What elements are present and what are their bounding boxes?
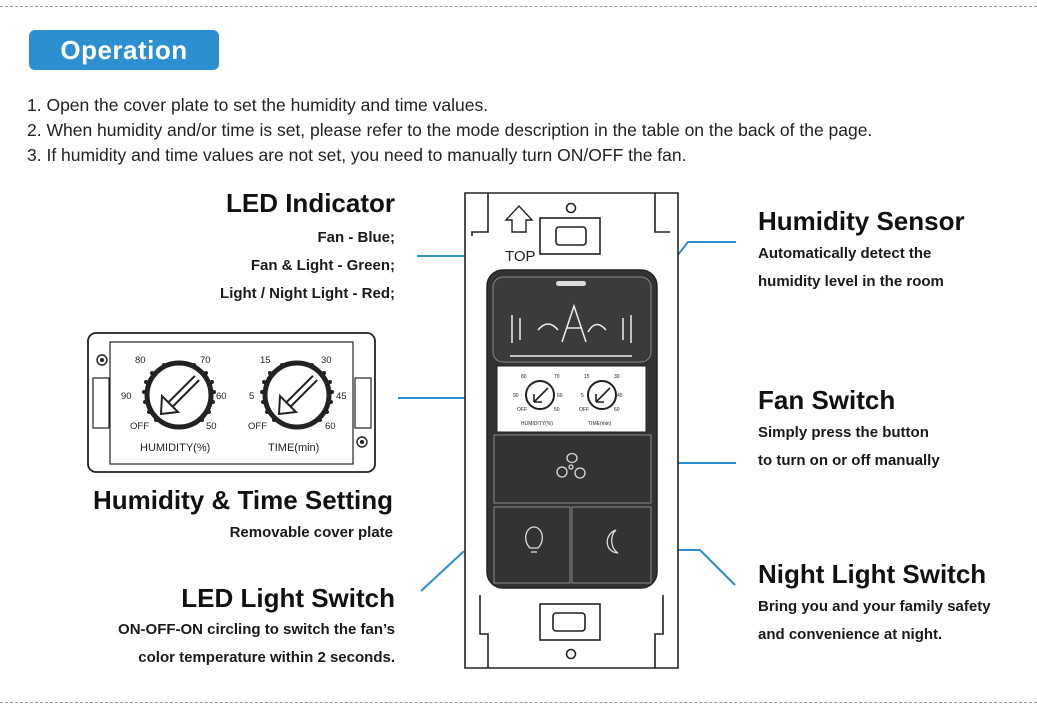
small-time-tick-off: OFF (579, 407, 589, 413)
small-time-label: TIME(min) (588, 421, 612, 427)
step-2: 2. When humidity and/or time is set, ple… (27, 120, 873, 140)
humidity-sensor-desc: Automatically detect the humidity level … (758, 245, 944, 290)
humidity-dial[interactable] (142, 360, 216, 430)
time-dial-label: TIME(min) (268, 442, 319, 454)
instruction-steps: 1. Open the cover plate to set the humid… (27, 93, 872, 168)
fan-icon (556, 452, 586, 479)
small-time-tick-15: 15 (584, 374, 590, 380)
setting-desc: Removable cover plate (229, 524, 393, 541)
led-indicator-title: LED Indicator (225, 188, 395, 218)
small-humidity-tick-70: 70 (554, 374, 560, 380)
humidity-tick-90: 90 (121, 391, 132, 402)
small-humidity-tick-off: OFF (517, 407, 527, 413)
switch-body (486, 269, 658, 589)
top-dashed-border (0, 6, 1037, 7)
time-tick-15: 15 (260, 355, 271, 366)
small-humidity-label: HUMIDITY(%) (521, 421, 553, 427)
led-light-switch-desc: ON-OFF-ON circling to switch the fan’s c… (118, 621, 395, 666)
small-humidity-tick-90: 90 (513, 393, 519, 399)
small-time-tick-5: 5 (581, 393, 584, 399)
top-arrow-icon (504, 204, 534, 233)
fan-switch-title: Fan Switch (758, 385, 896, 415)
time-tick-30: 30 (321, 355, 332, 366)
small-dial-time (587, 380, 617, 410)
small-humidity-tick-80: 80 (521, 374, 527, 380)
setting-title: Humidity & Time Setting (93, 485, 393, 515)
small-humidity-tick-60: 60 (557, 393, 563, 399)
night-light-switch-desc: Bring you and your family safety and con… (758, 598, 991, 643)
humidity-tick-50: 50 (206, 421, 217, 432)
led-indicator-desc: Fan - Blue; Fan & Light - Green; Light /… (220, 229, 395, 302)
time-tick-60: 60 (325, 421, 336, 432)
humidity-sensor-title: Humidity Sensor (758, 206, 965, 236)
led-light-button[interactable] (493, 506, 571, 584)
small-time-tick-60: 60 (614, 407, 620, 413)
step-3: 3. If humidity and time values are not s… (27, 145, 687, 165)
humidity-tick-80: 80 (135, 355, 146, 366)
step-1: 1. Open the cover plate to set the humid… (27, 95, 489, 115)
small-dial-humidity (525, 380, 555, 410)
humidity-tick-60: 60 (216, 391, 227, 402)
top-label: TOP (505, 248, 536, 265)
humidity-tick-off: OFF (130, 421, 149, 432)
small-time-tick-45: 45 (617, 393, 623, 399)
moon-icon (606, 529, 619, 554)
night-light-button[interactable] (571, 506, 652, 584)
led-light-switch-title: LED Light Switch (181, 583, 395, 613)
bulb-icon (524, 526, 544, 553)
small-humidity-tick-50: 50 (554, 407, 560, 413)
humidity-tick-70: 70 (200, 355, 211, 366)
time-dial[interactable] (260, 360, 334, 430)
bottom-dashed-border (0, 702, 1037, 703)
fan-switch-desc: Simply press the button to turn on or of… (758, 424, 940, 469)
time-tick-45: 45 (336, 391, 347, 402)
time-tick-5: 5 (249, 391, 254, 402)
humidity-dial-label: HUMIDITY(%) (140, 442, 210, 454)
operation-badge: Operation (29, 30, 219, 70)
small-time-tick-30: 30 (614, 374, 620, 380)
humidity-sensor-icon (510, 303, 632, 357)
led-indicator-slot (556, 281, 586, 286)
time-tick-off: OFF (248, 421, 267, 432)
night-light-switch-title: Night Light Switch (758, 559, 987, 589)
